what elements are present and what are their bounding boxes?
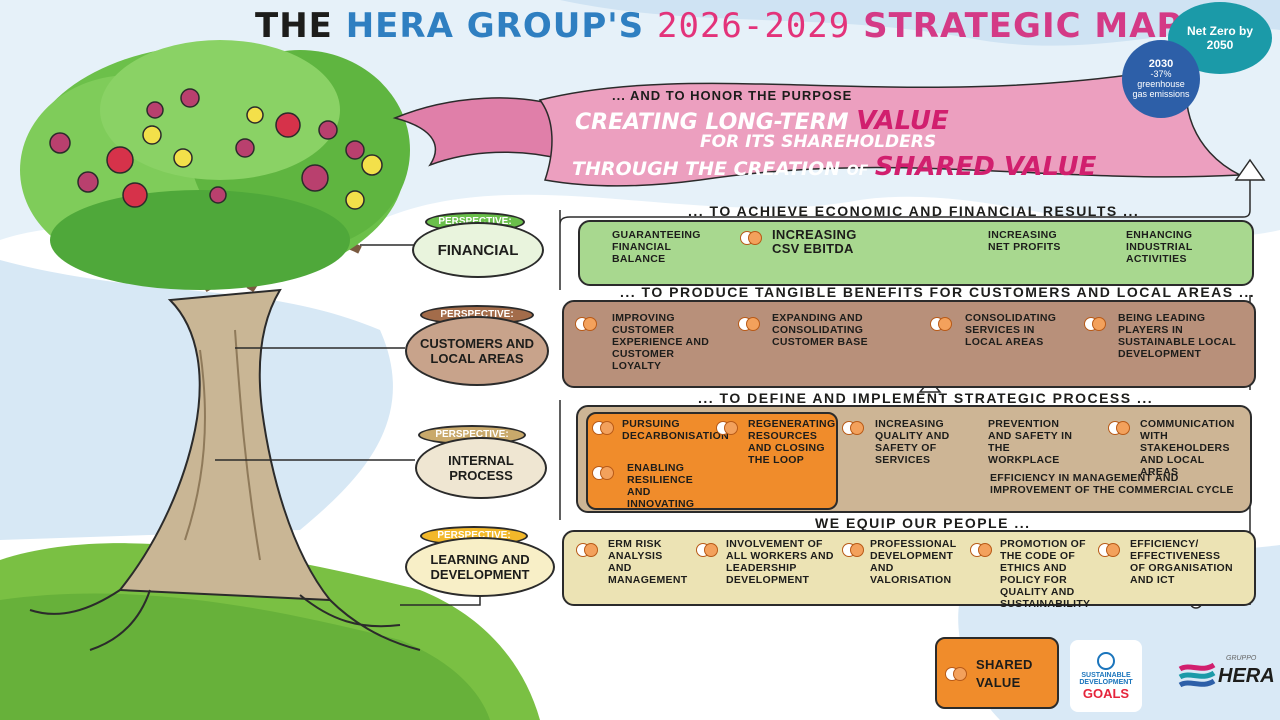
ribbon-through: THROUGH THE CREATION <box>572 158 841 180</box>
ribbon-shared-value: SHARED VALUE <box>874 152 1097 182</box>
process-item-efficiency: EFFICIENCY IN MANAGEMENT and IMPROVEMENT… <box>990 472 1234 496</box>
un-emblem-icon <box>1097 651 1115 670</box>
emissions-badge: 2030 -37% greenhouse gas emissions <box>1122 40 1200 118</box>
ribbon-line-2: FOR ITS SHAREHOLDERS <box>700 132 937 152</box>
shared-value-icon <box>592 465 614 480</box>
sdg-line-2: DEVELOPMENT <box>1079 678 1133 686</box>
customers-item-base: EXPANDING and CONSOLIDATING CUSTOMER BAS… <box>772 312 868 348</box>
row-learning <box>562 530 1256 606</box>
shared-value-icon <box>592 420 614 435</box>
learning-item-professional: PROFESSIONAL DEVELOPMENT and VALORISATIO… <box>870 538 957 586</box>
shared-value-icon <box>696 542 718 557</box>
purpose-intro: ... AND TO HONOR THE PURPOSE <box>612 88 853 103</box>
customers-item-services: CONSOLIDATING SERVICES IN LOCAL AREAS <box>965 312 1057 348</box>
title-strategic-map: STRATEGIC MAP <box>863 6 1183 46</box>
emissions-text: greenhouse gas emissions <box>1132 79 1190 99</box>
row-header-customers: ... TO PRODUCE TANGIBLE BENEFITS FOR CUS… <box>620 284 1256 300</box>
customers-item-experience: IMPROVING CUSTOMER EXPERIENCE and CUSTOM… <box>612 312 710 372</box>
sdg-line-3: GOALS <box>1082 685 1130 701</box>
sdg-line-1: SUSTAINABLE <box>1081 671 1131 679</box>
perspective-internal-process: INTERNAL PROCESS <box>415 437 547 499</box>
shared-value-icon <box>716 420 738 435</box>
shared-value-icon <box>842 420 864 435</box>
shared-value-icon <box>740 230 762 245</box>
financial-item-csv-ebitda: INCREASING CSV EBITDA <box>772 227 857 256</box>
hera-logo: GRUPPO HERA <box>1178 655 1275 695</box>
financial-item-net-profits: INCREASING NET PROFITS <box>988 229 1061 253</box>
financial-item-balance: GUARANTEEING FINANCIAL BALANCE <box>612 229 701 265</box>
financial-item-industrial: ENHANCING INDUSTRIAL ACTIVITIES <box>1126 229 1193 265</box>
row-customers <box>562 300 1256 388</box>
shared-value-icon <box>1084 316 1106 331</box>
perspective-learning: LEARNING and DEVELOPMENT <box>405 537 555 597</box>
process-item-prevention: PREVENTION and SAFETY IN THE WORKPLACE <box>988 418 1073 466</box>
title-years: 2026-2029 <box>657 6 851 46</box>
row-header-learning: WE EQUIP OUR PEOPLE ... <box>815 515 1031 531</box>
ribbon-value: VALUE <box>856 106 949 136</box>
shared-value-icon <box>576 542 598 557</box>
process-item-decarbonisation: PURSUING DECARBONISATION <box>622 418 729 442</box>
row-financial <box>578 220 1254 286</box>
process-item-regenerating: REGENERATING RESOURCES and CLOSING THE L… <box>748 418 836 466</box>
net-zero-text: Net Zero by 2050 <box>1186 24 1253 52</box>
title-the: THE <box>255 6 333 46</box>
hera-logo-name: HERA <box>1218 665 1275 687</box>
hera-logo-small: GRUPPO <box>1226 655 1257 662</box>
title-hera-group: HERA GROUP'S <box>345 6 645 46</box>
process-item-quality: INCREASING QUALITY and SAFETY OF SERVICE… <box>875 418 950 466</box>
ribbon-of: OF <box>846 163 869 179</box>
emissions-value: -37% <box>1150 69 1172 79</box>
shared-value-icon <box>970 542 992 557</box>
learning-item-involvement: INVOLVEMENT OF all WORKERS and LEADERSHI… <box>726 538 834 586</box>
shared-value-icon <box>575 316 597 331</box>
perspective-financial: FINANCIAL <box>412 222 544 278</box>
shared-value-icon <box>930 316 952 331</box>
learning-item-organisation: EFFICIENCY/ EFFECTIVENESS OF ORGANISATIO… <box>1130 538 1233 586</box>
shared-value-icon <box>842 542 864 557</box>
row-header-financial: ... TO ACHIEVE ECONOMIC AND FINANCIAL RE… <box>688 203 1140 219</box>
shared-value-icon <box>945 666 967 681</box>
hera-logo-mark-icon <box>1178 662 1216 688</box>
customers-item-sustainable: BEING LEADING PLAYERS IN SUSTAINABLE LOC… <box>1118 312 1236 360</box>
process-highlight-box <box>586 412 838 510</box>
emissions-year: 2030 <box>1148 58 1174 70</box>
legend-label: SHARED VALUE <box>976 657 1033 690</box>
learning-item-erm: ERM RISK ANALYSIS and MANAGEMENT <box>608 538 688 586</box>
ribbon-line-1: CREATING LONG-TERM VALUE <box>575 106 949 136</box>
ribbon-line-3: THROUGH THE CREATION OF SHARED VALUE <box>572 152 1096 182</box>
page-title: THE HERA GROUP'S 2026-2029 STRATEGIC MAP <box>255 6 1182 46</box>
process-item-resilience: ENABLING RESILIENCE and INNOVATING <box>627 462 695 510</box>
ribbon-creating: CREATING LONG-TERM <box>575 110 849 135</box>
process-item-communication: COMMUNICATION WITH STAKEHOLDERS and LOCA… <box>1140 418 1235 478</box>
shared-value-icon <box>1098 542 1120 557</box>
learning-item-ethics: PROMOTION OF THE CODE OF ETHICS and POLI… <box>1000 538 1091 610</box>
shared-value-icon <box>738 316 760 331</box>
sdg-logo: SUSTAINABLE DEVELOPMENT GOALS <box>1070 640 1142 712</box>
shared-value-icon <box>1108 420 1130 435</box>
perspective-customers: CUSTOMERS and LOCAL AREAS <box>405 316 549 386</box>
row-header-process: ... TO DEFINE AND IMPLEMENT STRATEGIC PR… <box>698 390 1154 406</box>
